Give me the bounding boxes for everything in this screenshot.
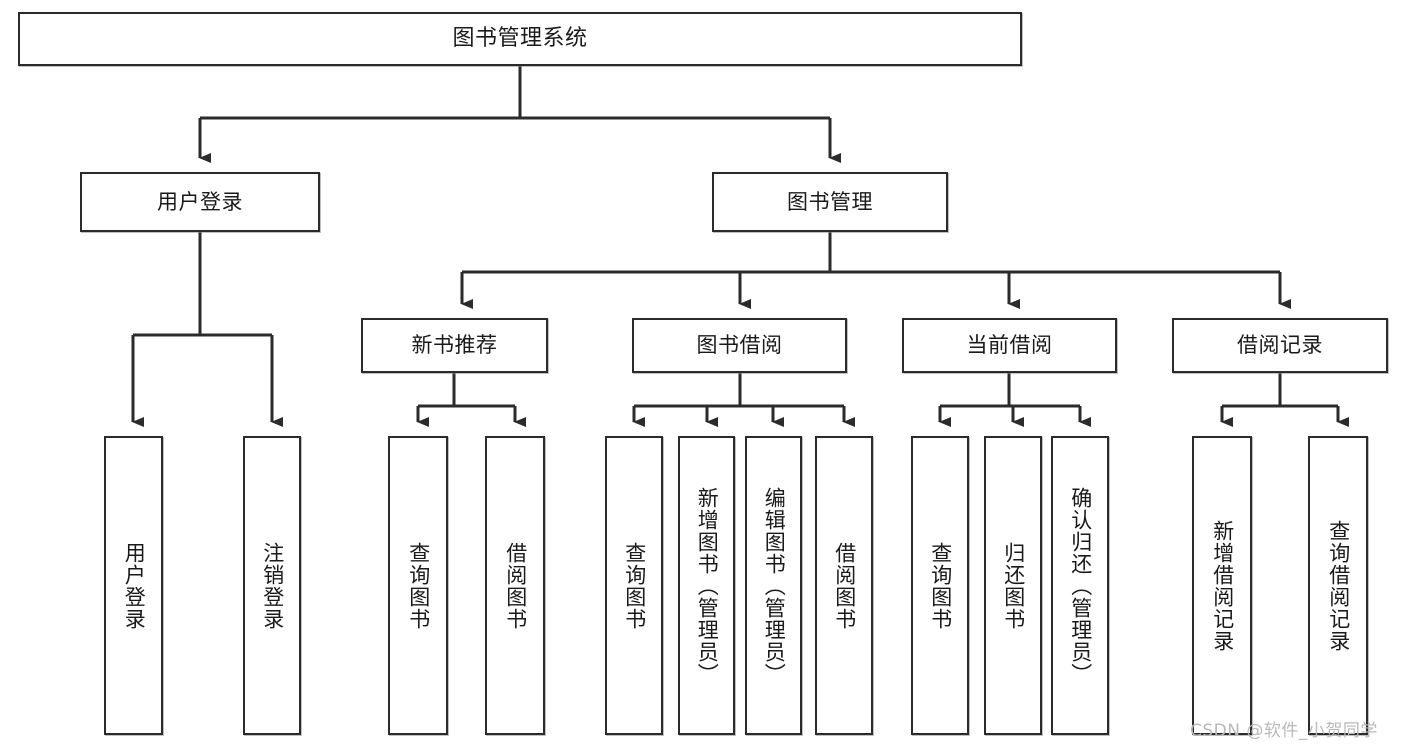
leaf-recommend-query-book[interactable]: 查询图书 [388, 436, 448, 735]
node-label: 用户登录 [157, 189, 243, 214]
node-book-management[interactable]: 图书管理 [712, 172, 948, 232]
node-root-system[interactable]: 图书管理系统 [18, 12, 1022, 66]
node-user-login[interactable]: 用户登录 [80, 172, 320, 232]
node-label: 图书管理系统 [452, 26, 588, 52]
node-label: 新增借阅记录 [1210, 519, 1235, 652]
node-label: 借阅记录 [1237, 333, 1323, 358]
node-label: 编辑图书（管理员） [762, 486, 787, 685]
node-new-book-recommend[interactable]: 新书推荐 [361, 318, 548, 373]
leaf-borrow-query-book[interactable]: 查询图书 [605, 436, 663, 735]
node-current-borrow[interactable]: 当前借阅 [902, 318, 1117, 373]
node-label: 注销登录 [260, 541, 285, 630]
node-label: 查询图书 [928, 541, 953, 630]
node-label: 用户登录 [122, 541, 147, 630]
node-borrow-record[interactable]: 借阅记录 [1172, 318, 1388, 373]
node-label: 归还图书 [1001, 541, 1026, 630]
leaf-borrow-borrow-book[interactable]: 借阅图书 [815, 436, 873, 735]
node-label: 图书管理 [787, 189, 873, 214]
node-label: 新增图书（管理员） [695, 486, 720, 685]
node-book-borrow[interactable]: 图书借阅 [632, 318, 847, 373]
leaf-recommend-borrow-book[interactable]: 借阅图书 [485, 436, 545, 735]
leaf-borrow-edit-book-admin[interactable]: 编辑图书（管理员） [745, 436, 802, 735]
csdn-watermark: CSDN @软件_小贺同学 [1190, 721, 1378, 741]
node-label: 新书推荐 [411, 333, 498, 358]
node-label: 查询图书 [622, 541, 647, 630]
leaf-user-logout[interactable]: 注销登录 [243, 436, 301, 735]
node-label: 借阅图书 [503, 541, 528, 630]
leaf-current-query-book[interactable]: 查询图书 [911, 436, 969, 735]
leaf-record-query[interactable]: 查询借阅记录 [1308, 436, 1368, 735]
node-label: 图书借阅 [696, 333, 783, 358]
node-label: 确认归还（管理员） [1068, 486, 1093, 685]
leaf-borrow-add-book-admin[interactable]: 新增图书（管理员） [678, 436, 735, 735]
leaf-record-add[interactable]: 新增借阅记录 [1192, 436, 1252, 735]
leaf-current-confirm-return-admin[interactable]: 确认归还（管理员） [1051, 436, 1109, 735]
node-label: 查询图书 [406, 541, 431, 630]
leaf-user-login[interactable]: 用户登录 [104, 436, 163, 735]
node-label: 借阅图书 [832, 541, 857, 630]
node-label: 当前借阅 [966, 333, 1053, 358]
node-label: 查询借阅记录 [1326, 519, 1351, 652]
leaf-current-return-book[interactable]: 归还图书 [984, 436, 1042, 735]
